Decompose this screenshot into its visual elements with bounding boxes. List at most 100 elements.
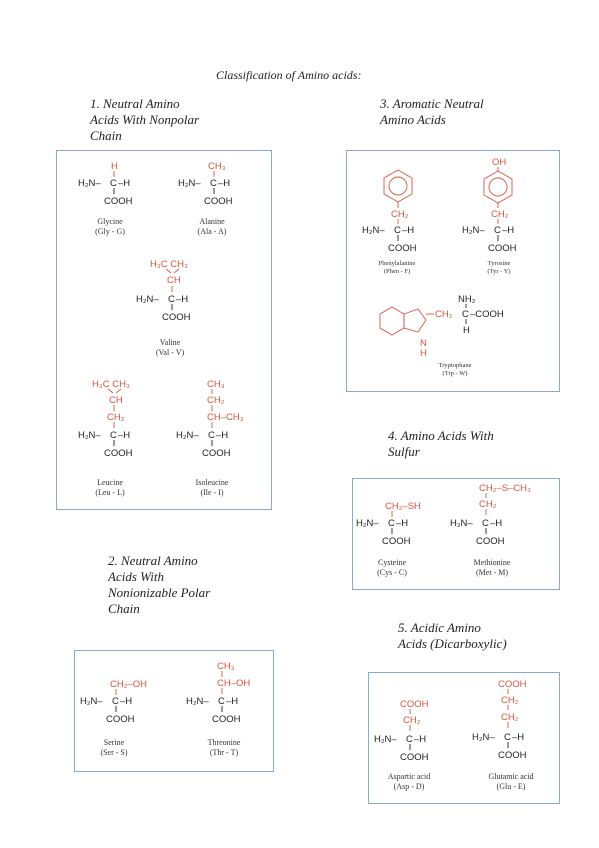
hydrogen-label: H bbox=[463, 325, 470, 336]
carboxyl-label: COOH bbox=[488, 243, 517, 254]
carboxyl-label: COOH bbox=[106, 714, 135, 725]
side-chain-label: CH₂–S–CH₃ bbox=[479, 483, 531, 494]
leucine-structure: H₃C CH₃ CH CH₂ H₂N– C –H COOH bbox=[78, 378, 148, 468]
amine-label: H₂N– bbox=[356, 518, 379, 529]
section-heading-acidic: 5. Acidic Amino Acids (Dicarboxylic) bbox=[398, 620, 507, 651]
amine-label: H₂N– bbox=[462, 225, 485, 236]
side-chain-label: H bbox=[420, 348, 427, 359]
benzene-ring-icon bbox=[383, 169, 413, 203]
amine-label: H₂N– bbox=[178, 178, 201, 189]
carboxyl-label: COOH bbox=[476, 536, 505, 547]
amine-label: H₂N– bbox=[362, 225, 385, 236]
hydrogen-label: –H bbox=[402, 225, 414, 236]
side-chain-label: CH₂ bbox=[501, 695, 519, 706]
side-chain-label: H₃C CH₃ bbox=[92, 379, 130, 390]
side-chain-label: CH–OH bbox=[217, 678, 250, 689]
alpha-carbon-label: C bbox=[494, 225, 501, 236]
side-chain-label: CH₂ bbox=[391, 209, 409, 220]
side-chain-label: H₃C CH₃ bbox=[150, 259, 188, 270]
hydrogen-label: –H bbox=[120, 696, 132, 707]
methionine-structure: CH₂–S–CH₃ CH₂ H₂N– C –H COOH bbox=[450, 482, 550, 556]
phenylalanine-caption: Phenylalanine (Phen - F) bbox=[378, 260, 416, 275]
valine-structure: H₃C CH₃ CH H₂N– C –H COOH bbox=[136, 258, 206, 330]
carboxyl-label: COOH bbox=[204, 196, 233, 207]
side-chain-label: CH₂ bbox=[403, 715, 421, 726]
alpha-carbon-label: C bbox=[504, 732, 511, 743]
side-chain-label: COOH bbox=[498, 679, 527, 690]
hydrogen-label: –H bbox=[218, 178, 230, 189]
carboxyl-label: –COOH bbox=[470, 309, 504, 320]
hydrogen-label: –H bbox=[396, 518, 408, 529]
tryptophan-caption: Tryptophane (Trp - W) bbox=[438, 362, 472, 377]
carboxyl-label: COOH bbox=[104, 448, 133, 459]
carboxyl-label: COOH bbox=[400, 752, 429, 763]
cysteine-structure: CH₂–SH H₂N– C –H COOH bbox=[356, 500, 436, 556]
serine-caption: Serine (Ser - S) bbox=[100, 738, 128, 757]
tryptophan-structure: N H CH₂ C –COOH NH₂ H bbox=[378, 294, 548, 364]
acidic-box bbox=[368, 672, 560, 804]
alpha-carbon-label: C bbox=[482, 518, 489, 529]
alpha-carbon-label: C bbox=[208, 430, 215, 441]
alpha-carbon-label: C bbox=[388, 518, 395, 529]
glutamic-acid-caption: Glutamic acid (Glu - E) bbox=[488, 772, 534, 791]
side-chain-label: CH₂ bbox=[107, 412, 125, 423]
side-chain-label: CH₂–OH bbox=[110, 679, 147, 690]
tyrosine-caption: Tyrosine (Tyr - Y) bbox=[487, 260, 511, 275]
alanine-caption: Alanine (Ala - A) bbox=[197, 217, 227, 236]
side-chain-label: CH₂ bbox=[501, 712, 519, 723]
threonine-caption: Threonine (Thr - T) bbox=[207, 738, 241, 757]
side-chain-label: CH–CH₃ bbox=[207, 412, 244, 423]
hydrogen-label: –H bbox=[118, 430, 130, 441]
carboxyl-label: COOH bbox=[202, 448, 231, 459]
tyrosine-structure: OH CH₂ H₂N– C –H COOH bbox=[462, 156, 532, 256]
amine-label: H₂N– bbox=[78, 430, 101, 441]
side-chain-label: OH bbox=[492, 157, 506, 168]
leucine-caption: Leucine (Leu - L) bbox=[95, 478, 125, 497]
sulfur-box bbox=[352, 478, 560, 590]
nonpolar-box bbox=[56, 150, 272, 510]
section-heading-aromatic: 3. Aromatic Neutral Amino Acids bbox=[380, 96, 484, 127]
page-title: Classification of Amino acids: bbox=[216, 68, 362, 82]
cysteine-caption: Cysteine (Cys - C) bbox=[377, 558, 407, 577]
glycine-structure: H H₂N– C –H COOH bbox=[78, 160, 148, 210]
phenylalanine-structure: CH₂ H₂N– C –H COOH bbox=[362, 168, 432, 258]
alpha-carbon-label: C bbox=[110, 178, 117, 189]
side-chain-label: CH₂ bbox=[207, 395, 225, 406]
hydrogen-label: –H bbox=[176, 294, 188, 305]
section-heading-neutral-polar: 2. Neutral Amino Acids With Nonionizable… bbox=[108, 553, 211, 616]
carboxyl-label: COOH bbox=[498, 750, 527, 761]
carboxyl-label: COOH bbox=[382, 536, 411, 547]
amine-label: H₂N– bbox=[78, 178, 101, 189]
side-chain-label: CH bbox=[167, 275, 181, 286]
section-heading-sulfur: 4. Amino Acids With Sulfur bbox=[388, 428, 494, 459]
side-chain-label: CH₃ bbox=[208, 161, 226, 172]
aspartic-acid-structure: COOH CH₂ H₂N– C –H COOH bbox=[374, 698, 454, 770]
glycine-caption: Glycine (Gly - G) bbox=[95, 217, 125, 236]
amine-label: H₂N– bbox=[186, 696, 209, 707]
alpha-carbon-label: C bbox=[218, 696, 225, 707]
side-chain-label: COOH bbox=[400, 699, 429, 710]
amine-label: H₂N– bbox=[176, 430, 199, 441]
alpha-carbon-label: C bbox=[394, 225, 401, 236]
alpha-carbon-label: C bbox=[462, 309, 469, 320]
alpha-carbon-label: C bbox=[210, 178, 217, 189]
valine-caption: Valine (Val - V) bbox=[155, 338, 185, 357]
benzene-ring-icon bbox=[483, 170, 513, 204]
carboxyl-label: COOH bbox=[104, 196, 133, 207]
aromatic-box bbox=[346, 150, 560, 392]
alanine-structure: CH₃ H₂N– C –H COOH bbox=[178, 160, 248, 210]
hydrogen-label: –H bbox=[216, 430, 228, 441]
side-chain-label: CH₂ bbox=[435, 309, 453, 320]
hydrogen-label: –H bbox=[512, 732, 524, 743]
carboxyl-label: COOH bbox=[162, 312, 191, 323]
alpha-carbon-label: C bbox=[110, 430, 117, 441]
amine-label: H₂N– bbox=[136, 294, 159, 305]
hydrogen-label: –H bbox=[502, 225, 514, 236]
side-chain-label: H bbox=[111, 161, 118, 172]
carboxyl-label: COOH bbox=[212, 714, 241, 725]
methionine-caption: Methionine (Met - M) bbox=[473, 558, 511, 577]
polar-box bbox=[74, 650, 274, 772]
side-chain-label: CH bbox=[109, 395, 123, 406]
threonine-structure: CH₃ CH–OH H₂N– C –H COOH bbox=[186, 660, 266, 734]
side-chain-label: CH₃ bbox=[217, 661, 235, 672]
